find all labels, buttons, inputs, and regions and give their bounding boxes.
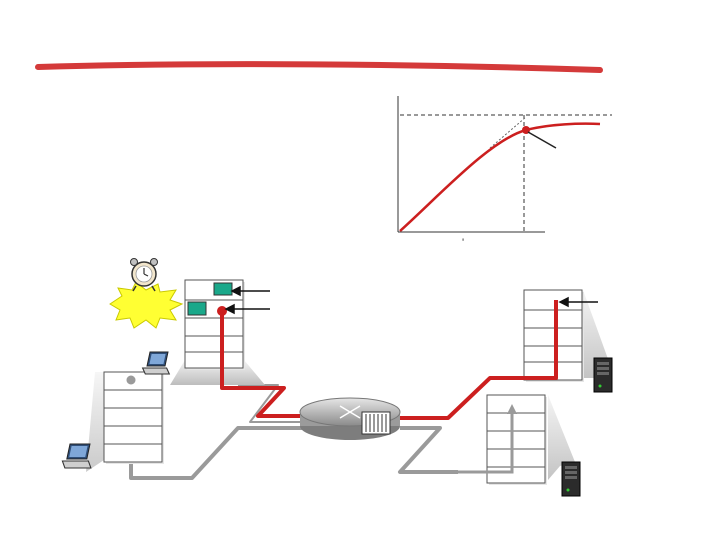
- router-icon: [339, 405, 361, 419]
- link-router-to-right-lower: [398, 426, 458, 474]
- shadow-right-lower: [548, 395, 575, 480]
- chart-tick-label: ': [462, 237, 464, 249]
- host-stack-left: [103, 371, 164, 464]
- arrow-icon: [230, 285, 270, 297]
- gray-stub-arrow: [507, 404, 517, 414]
- red-connection-path-right: [400, 300, 558, 420]
- laptop-icon: [141, 351, 171, 375]
- server-tower-icon-2: [561, 461, 581, 497]
- curve-chart: ': [397, 96, 612, 249]
- red-connection-path: [220, 312, 330, 418]
- title-underline: [35, 61, 603, 73]
- gray-socket-dot-left: [126, 375, 136, 385]
- socket-icon-2: [187, 301, 207, 316]
- server-tower-icon: [593, 357, 613, 393]
- explosion-icon: [109, 281, 184, 329]
- alarm-clock-icon: [130, 258, 158, 292]
- chart-throughput-curve: [399, 122, 601, 232]
- arrow-icon-2: [224, 303, 270, 315]
- laptop-icon-2: [61, 443, 92, 469]
- shadow-right-upper: [583, 290, 612, 378]
- host-stack-right-lower: [486, 394, 547, 485]
- router: [299, 397, 401, 440]
- red-socket-dot: [217, 306, 227, 316]
- socket-icon: [213, 282, 233, 296]
- gray-links: [129, 380, 458, 480]
- gray-stub-right-lower: [458, 410, 514, 474]
- arrow-icon-3: [558, 296, 598, 308]
- router-buffer: [361, 411, 391, 435]
- shadow-left-host: [86, 372, 104, 472]
- chart-knee-pointer: [527, 131, 557, 149]
